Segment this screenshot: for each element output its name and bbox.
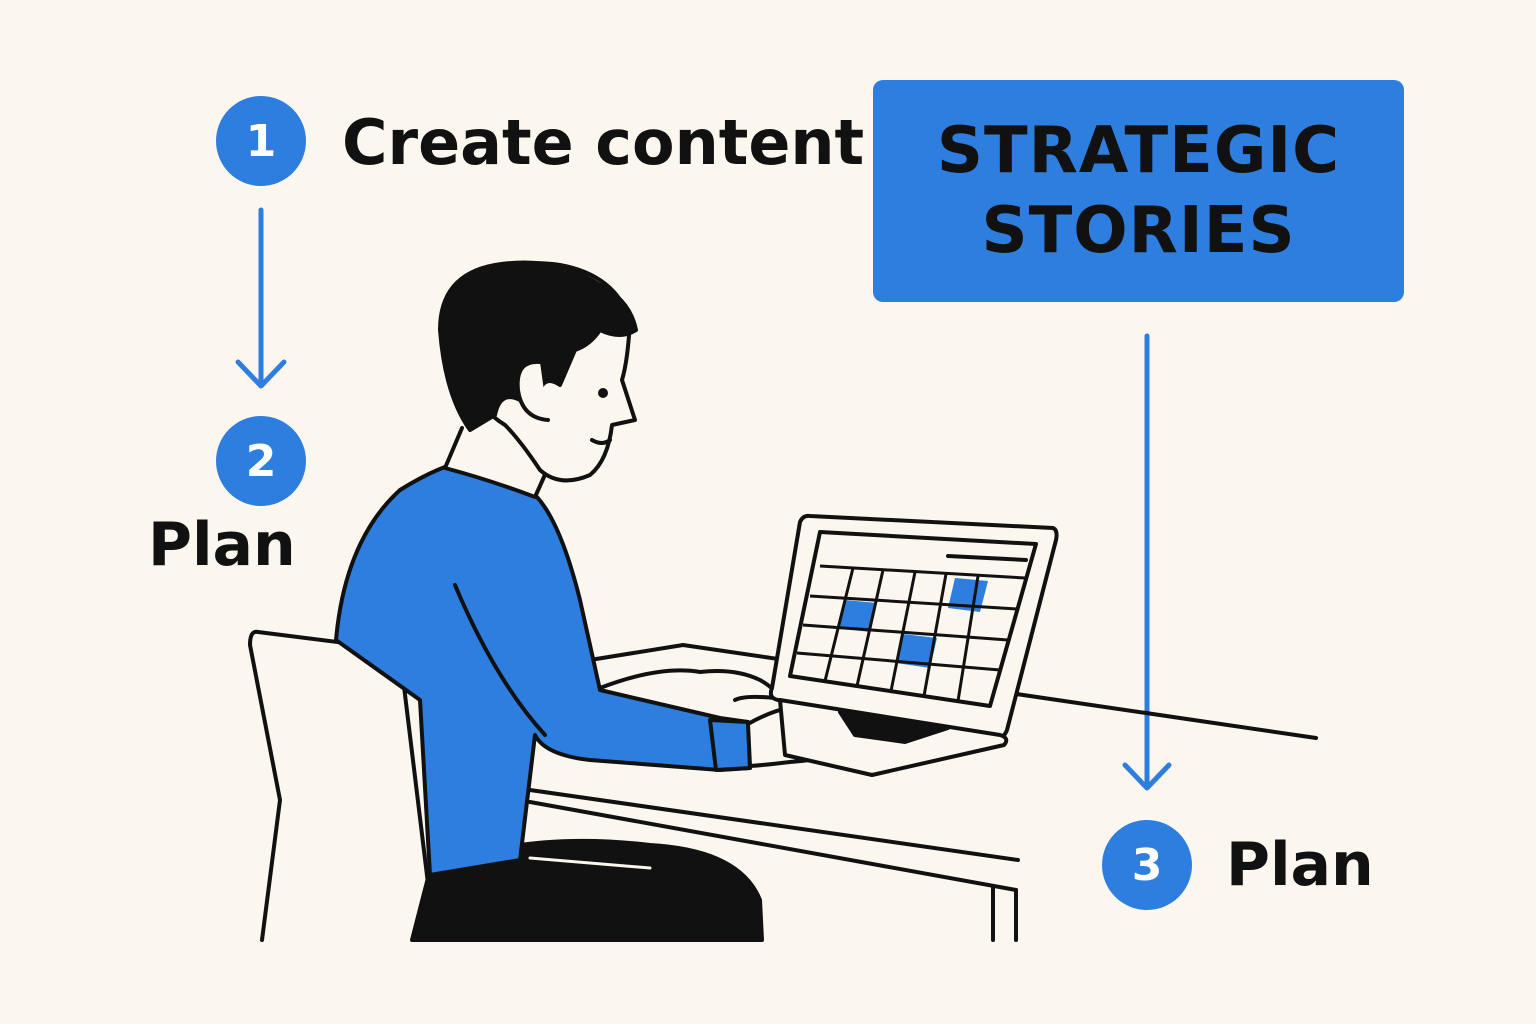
step-2-label: Plan <box>148 510 296 580</box>
step-2-badge: 2 <box>216 416 306 506</box>
arrow-step1-to-step2 <box>235 207 287 389</box>
step-3-badge: 3 <box>1102 820 1192 910</box>
step-1-label: Create content <box>342 106 865 179</box>
arrow-banner-to-step3 <box>1122 333 1172 791</box>
step-3-number: 3 <box>1131 839 1163 891</box>
step-3-label: Plan <box>1226 830 1374 900</box>
desk-icon <box>528 643 1318 942</box>
step-2-number: 2 <box>245 435 277 487</box>
strategic-stories-banner: STRATEGIC STORIES <box>873 80 1404 302</box>
banner-line-1: STRATEGIC <box>936 114 1341 188</box>
step-1-number: 1 <box>245 115 277 167</box>
banner-line-2: STORIES <box>981 194 1296 268</box>
calendar-icon <box>788 530 1038 708</box>
step-1-badge: 1 <box>216 96 306 186</box>
